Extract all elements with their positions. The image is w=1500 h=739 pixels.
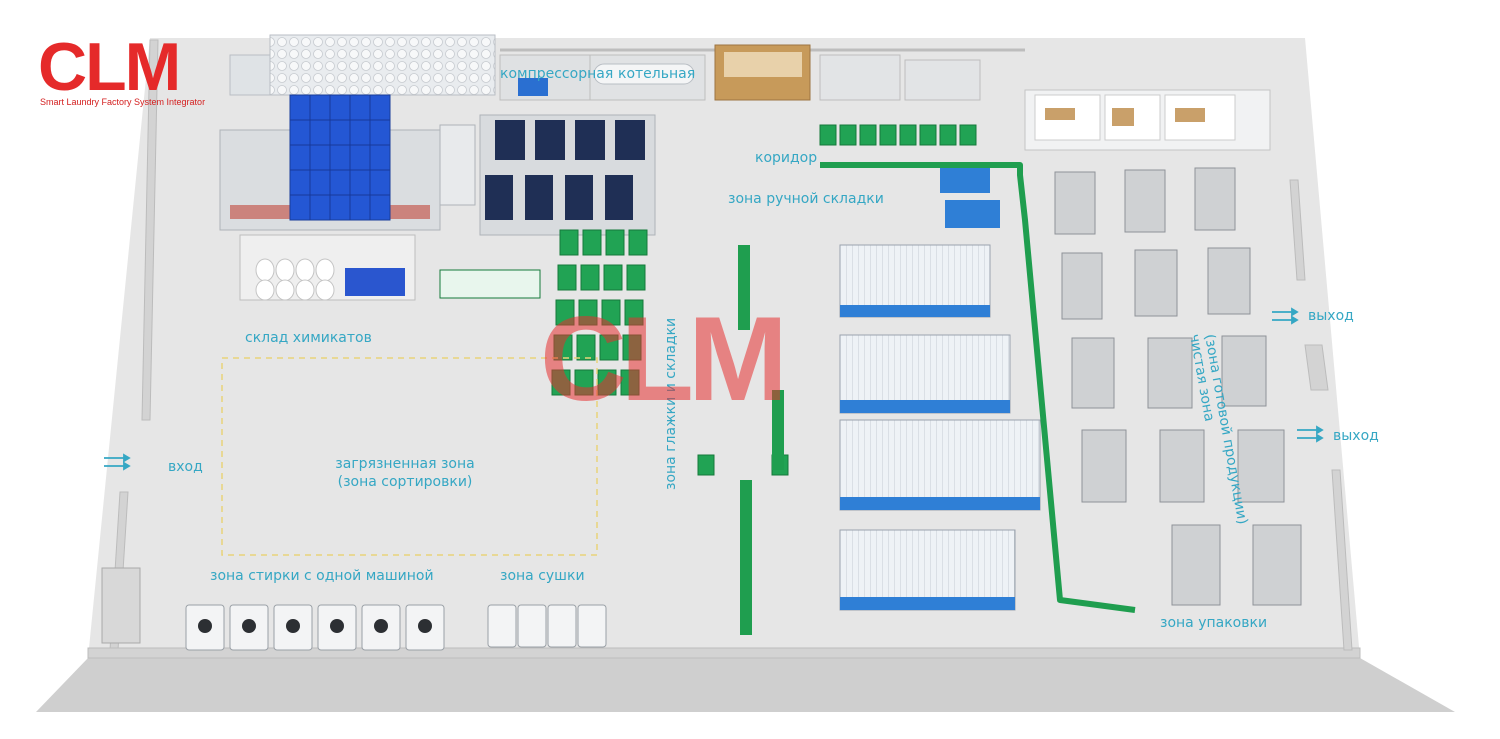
- entrance-arrow-icon: [104, 453, 131, 471]
- clm-watermark: CLM: [540, 292, 782, 426]
- label-single-washer: зона стирки с одной машиной: [210, 568, 434, 584]
- dirty-zone-outline: [221, 357, 598, 556]
- chemical-blue-drums: [345, 268, 405, 296]
- label-manual-folding: зона ручной складки: [728, 191, 884, 207]
- chemical-storage-area: [239, 234, 416, 301]
- dryers: [487, 604, 607, 648]
- label-boiler-room: котельная: [618, 66, 695, 82]
- ironing-lines: [839, 165, 1041, 611]
- logo-text: CLM: [38, 29, 179, 105]
- chemical-drums: [255, 258, 335, 301]
- boiler-tank: [593, 63, 695, 85]
- water-tanks: [269, 34, 496, 96]
- label-chemical-storage: склад химикатов: [245, 330, 372, 346]
- washer-doors: [198, 619, 432, 633]
- storage-room-2: [904, 59, 981, 101]
- sorting-conveyors: [738, 245, 784, 635]
- press-unit: [439, 124, 476, 206]
- exit-arrow-2-icon: [1297, 425, 1324, 443]
- compressor-unit: [518, 78, 548, 96]
- storage-room-1: [819, 54, 901, 101]
- label-ironing-folding: зона глажки и складки: [663, 318, 679, 490]
- direction-arrows: [104, 307, 1324, 471]
- logo-tagline: Smart Laundry Factory System Integrator: [40, 97, 205, 107]
- clm-logo: CLM Smart Laundry Factory System Integra…: [38, 29, 205, 107]
- dryer-units: [485, 120, 645, 220]
- desk-3: [1175, 108, 1205, 122]
- clean-zone-pallets: [1054, 167, 1302, 606]
- wall-right-mid: [1304, 344, 1329, 391]
- label-corridor: коридор: [755, 150, 817, 166]
- label-dirty-zone: загрязненная зона: [335, 456, 474, 472]
- label-drying: зона сушки: [500, 568, 585, 584]
- label-entrance: вход: [168, 459, 203, 475]
- bin-grid-lines: [290, 95, 390, 220]
- label-exit-2: выход: [1333, 428, 1379, 444]
- label-compressor-room: компрессорная: [500, 66, 613, 82]
- folding-units: [940, 165, 1000, 228]
- exit-arrow-1-icon: [1272, 307, 1299, 325]
- ironer-line-4: [839, 529, 1016, 611]
- blue-bin-grid: [289, 94, 391, 221]
- tunnel-washer-area: [219, 94, 656, 236]
- shelving-inner: [724, 52, 802, 77]
- entrance-rack: [101, 567, 141, 644]
- wall-right-upper: [1289, 179, 1306, 281]
- ironer-line-2: [839, 334, 1011, 414]
- wall-left-upper: [141, 39, 159, 421]
- ironer-line-3: [839, 419, 1041, 511]
- desk-2: [1112, 108, 1134, 126]
- desk-1: [1045, 108, 1075, 120]
- green-conveyor: [820, 162, 1136, 613]
- wall-bottom: [87, 647, 1361, 659]
- utility-rooms: [229, 34, 1271, 151]
- label-dirty-zone-sub: (зона сортировки): [338, 474, 473, 490]
- tank-rack: [229, 54, 271, 96]
- floor-slab-side: [36, 658, 1455, 712]
- ironer-line-1: [839, 244, 991, 318]
- label-packing: зона упаковки: [1160, 615, 1267, 631]
- label-exit-1: выход: [1308, 308, 1354, 324]
- wall-right-lower: [1331, 469, 1353, 651]
